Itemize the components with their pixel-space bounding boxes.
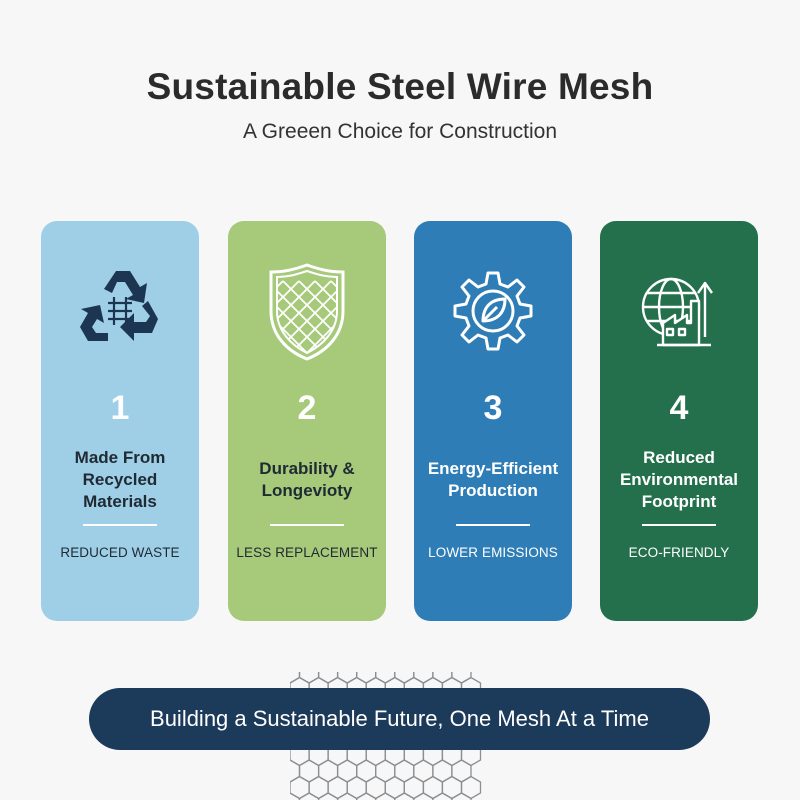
card-tag: REDUCED WASTE bbox=[60, 545, 180, 560]
card-divider bbox=[83, 524, 157, 526]
mesh-cell bbox=[451, 792, 472, 800]
mesh-cell bbox=[336, 792, 358, 800]
mesh-cell bbox=[290, 672, 301, 684]
card-title: Energy-Efficient Production bbox=[427, 459, 559, 500]
mesh-cell bbox=[413, 672, 434, 684]
mesh-cell bbox=[317, 672, 339, 684]
recycle-icon bbox=[80, 271, 158, 341]
card-environmental-footprint: 4 Reduced Environmental Footprint ECO-FR… bbox=[600, 221, 758, 621]
mesh-cell bbox=[356, 792, 377, 800]
page-title: Sustainable Steel Wire Mesh bbox=[146, 66, 654, 107]
card-title: Made From Recycled Materials bbox=[74, 448, 166, 511]
card-title: Reduced Environmental Footprint bbox=[619, 448, 739, 511]
mesh-cell bbox=[394, 792, 415, 800]
gear-leaf-icon bbox=[453, 271, 533, 351]
mesh-cell bbox=[451, 672, 472, 684]
card-number: 2 bbox=[297, 389, 317, 427]
mesh-cell bbox=[336, 672, 358, 684]
mesh-cell bbox=[413, 792, 434, 800]
mesh-cell bbox=[375, 792, 396, 800]
mesh-cell bbox=[394, 672, 415, 684]
card-tag: LOWER EMISSIONS bbox=[428, 545, 558, 560]
card-divider bbox=[642, 524, 716, 526]
mesh-cell bbox=[317, 792, 339, 800]
mesh-cell bbox=[375, 672, 396, 684]
globe-factory-icon bbox=[641, 277, 713, 347]
mesh-cell bbox=[290, 792, 301, 800]
mesh-cell bbox=[432, 792, 453, 800]
card-recycled-materials: 1 Made From Recycled Materials REDUCED W… bbox=[41, 221, 199, 621]
shield-mesh-icon bbox=[269, 263, 345, 361]
mesh-cell bbox=[356, 672, 377, 684]
card-durability: 2 Durability & Longevioty LESS REPLACEME… bbox=[228, 221, 386, 621]
mesh-cell bbox=[432, 672, 453, 684]
card-divider bbox=[270, 524, 344, 526]
mesh-cell bbox=[298, 672, 320, 684]
card-number: 4 bbox=[669, 389, 689, 427]
card-number: 1 bbox=[110, 389, 130, 427]
page-subtitle: A Greeen Choice for Construction bbox=[243, 120, 557, 143]
mesh-cell bbox=[298, 792, 320, 800]
card-number: 3 bbox=[483, 389, 503, 427]
card-energy-efficient: 3 Energy-Efficient Production LOWER EMIS… bbox=[414, 221, 572, 621]
card-tag: ECO-FRIENDLY bbox=[628, 545, 730, 560]
card-title: Durability & Longevioty bbox=[259, 459, 355, 500]
card-divider bbox=[456, 524, 530, 526]
footer-banner: Building a Sustainable Future, One Mesh … bbox=[89, 688, 710, 750]
card-tag: LESS REPLACEMENT bbox=[236, 545, 378, 560]
